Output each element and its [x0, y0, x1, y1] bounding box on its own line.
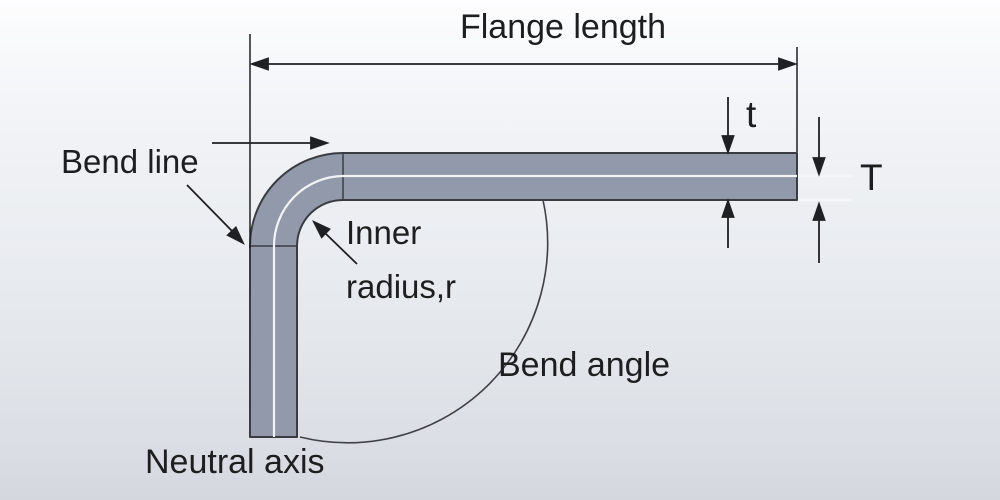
bend-line-diagonal-leader [186, 184, 234, 233]
inner-radius-label-line2: radius,r [346, 268, 457, 305]
arrowhead-t-down [721, 135, 735, 155]
thickness-T-arrows [812, 117, 826, 263]
flange-length-dimension [249, 34, 798, 248]
thickness-T-label: T [860, 157, 883, 198]
inner-radius-leader [312, 220, 358, 265]
arrowhead-bend-line-bottom [226, 225, 245, 245]
sheet-metal-part [249, 152, 798, 438]
thickness-t-arrows [721, 97, 735, 248]
arrowhead-inner-radius [312, 220, 331, 239]
arrowhead-T-up [812, 201, 826, 221]
arrowhead-T-down [812, 157, 826, 177]
bend-angle-label: Bend angle [498, 346, 671, 384]
neutral-axis-label: Neutral axis [145, 443, 325, 481]
arrowhead-bend-line-top [310, 136, 330, 150]
bend-line-leaders [186, 136, 330, 245]
thickness-extension-lines [798, 174, 852, 202]
bend-line-label: Bend line [61, 143, 199, 180]
flange-length-label: Flange length [459, 8, 667, 46]
arrowhead-t-up [721, 198, 735, 218]
thickness-t-label: t [746, 94, 757, 135]
arrowhead-right [778, 57, 798, 71]
neutral-axis-line [272, 174, 797, 437]
arrowhead-left [249, 57, 269, 71]
inner-radius-label-line1: Inner [346, 214, 422, 251]
bend-angle-arc [299, 199, 549, 444]
